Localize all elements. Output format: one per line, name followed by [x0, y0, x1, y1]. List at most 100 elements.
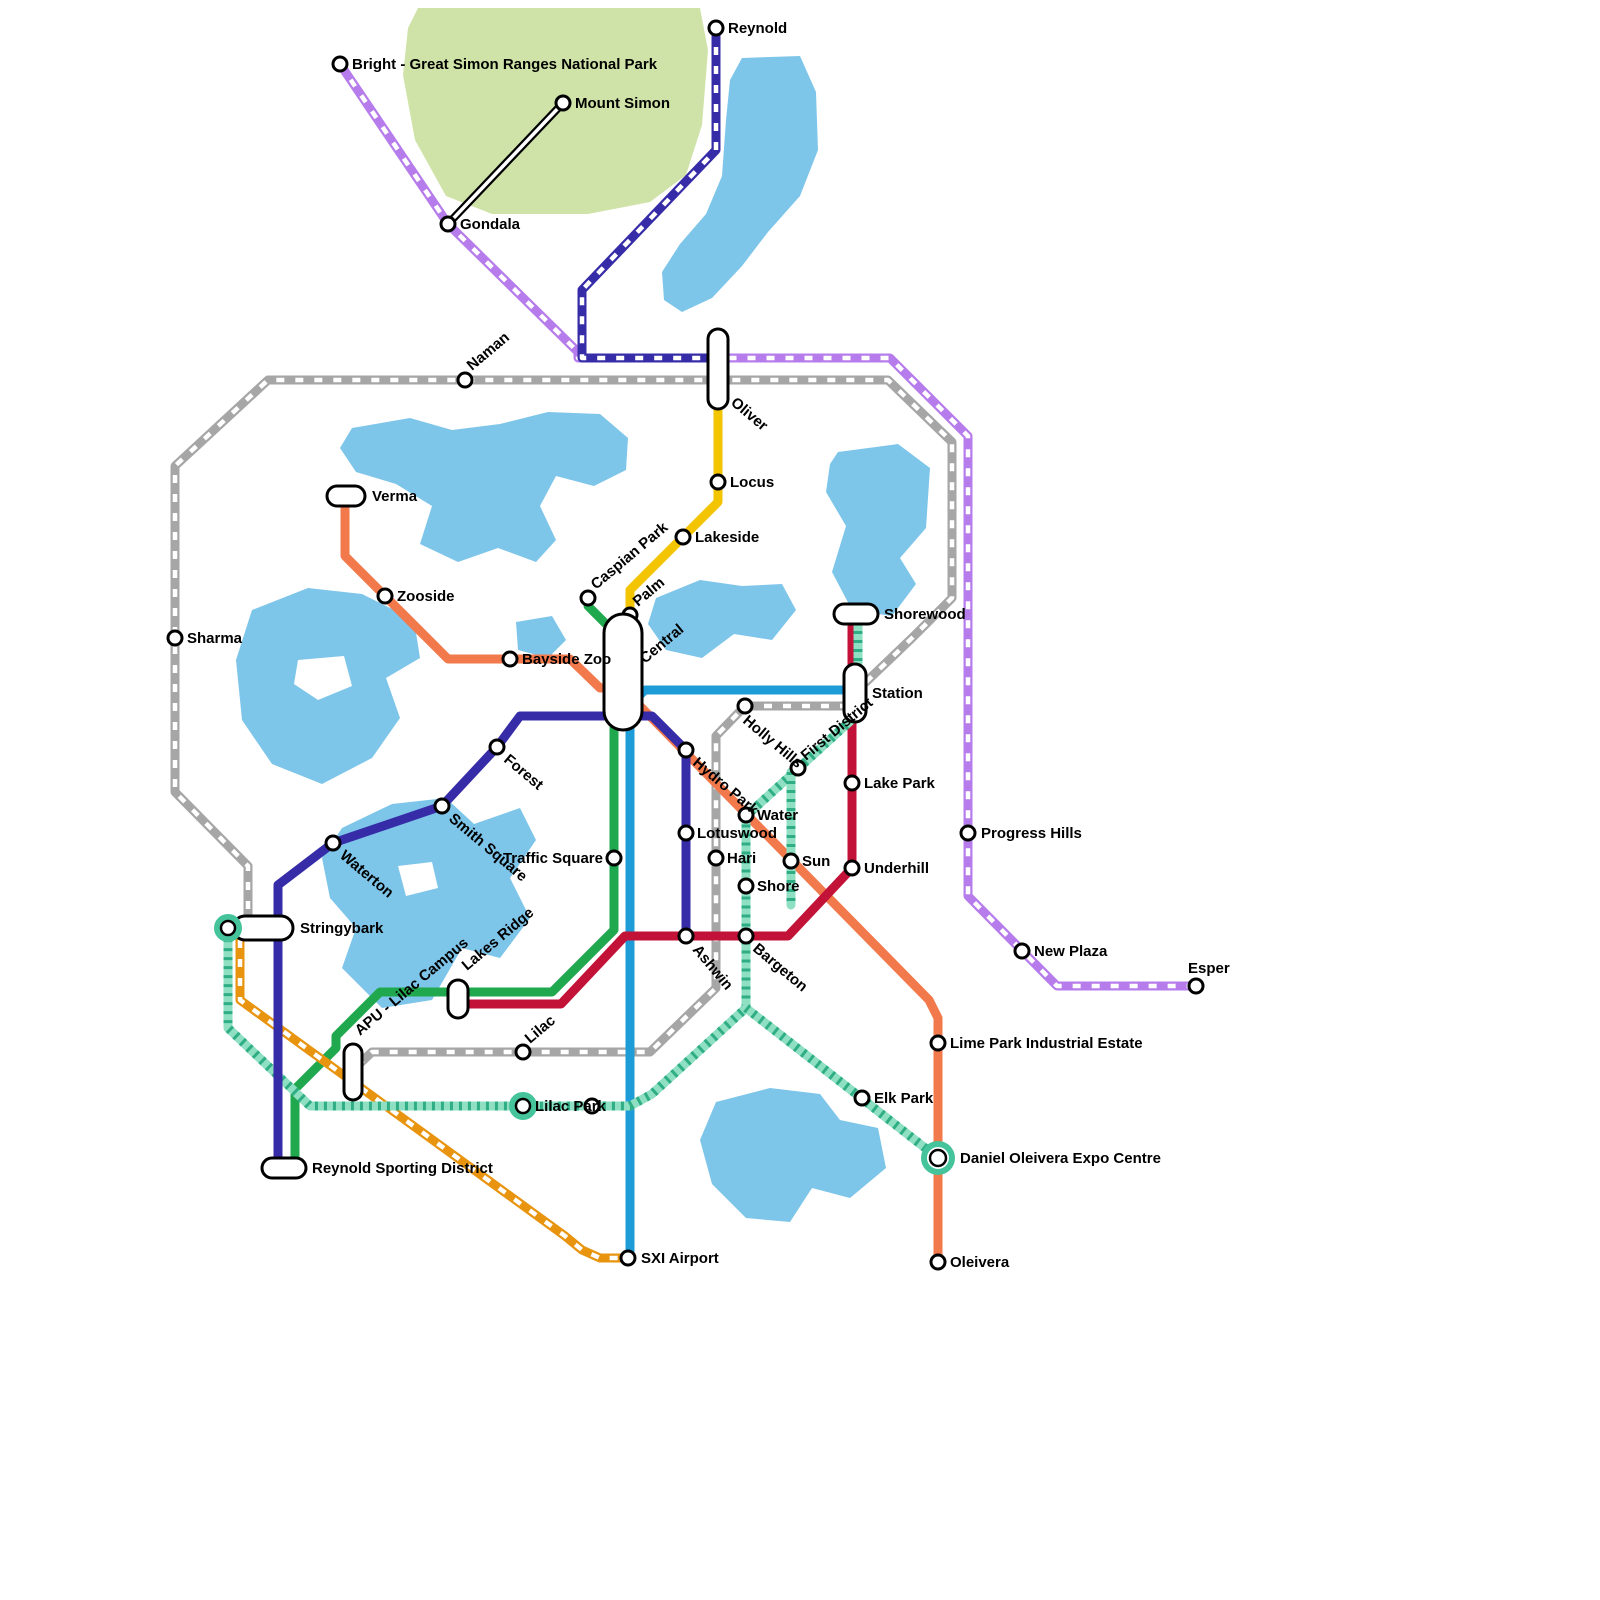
- station-sharma: [166, 629, 184, 647]
- station-label-daniel-oleivera-expo-centre: Daniel Oleivera Expo Centre: [960, 1150, 1161, 1167]
- station-traffic-square: [605, 849, 623, 867]
- station-label-sxi-airport: SXI Airport: [641, 1250, 719, 1267]
- station-label-bargeton: Bargeton: [749, 940, 810, 995]
- station-label-stringybark: Stringybark: [300, 920, 384, 937]
- station-zooside: [376, 587, 394, 605]
- line-red: [463, 609, 857, 1009]
- station-label-verma: Verma: [372, 488, 418, 505]
- station-label-lilac: Lilac: [522, 1012, 559, 1047]
- station-lake-park: [843, 774, 861, 792]
- station-lilac-park: [514, 1097, 532, 1115]
- station-label-forest: Forest: [500, 751, 546, 793]
- station-smith-square: [433, 797, 451, 815]
- station-label-new-plaza: New Plaza: [1034, 943, 1108, 960]
- station-label-naman: Naman: [464, 329, 513, 374]
- station-shorewood: [832, 602, 880, 626]
- station-sxi-airport: [619, 1249, 637, 1267]
- station-label-station: Station: [872, 685, 923, 702]
- station-daniel-oleivera-expo-centre: [928, 1148, 948, 1168]
- station-label-gondala: Gondala: [460, 216, 521, 233]
- water-body: [826, 444, 930, 616]
- station-lilac: [514, 1043, 532, 1061]
- water-body: [340, 412, 628, 562]
- station-hydro-park: [677, 741, 695, 759]
- station-bright-great-simon-ranges-national-park: [331, 55, 349, 73]
- station-label-sharma: Sharma: [187, 630, 243, 647]
- water-body: [322, 798, 536, 1008]
- station-label-esper: Esper: [1188, 960, 1230, 977]
- water-body: [662, 56, 818, 312]
- station-naman: [456, 371, 474, 389]
- line-purple-pattern: [338, 62, 1196, 989]
- water-hole: [294, 656, 352, 700]
- station-label-shorewood: Shorewood: [884, 606, 966, 623]
- station-lakeside: [674, 528, 692, 546]
- station-lakes-ridge: [446, 978, 470, 1020]
- station-oleivera: [929, 1253, 947, 1271]
- station-label-oliver: Oliver: [727, 394, 771, 434]
- water-body: [648, 580, 796, 658]
- station-label-lime-park-industrial-estate: Lime Park Industrial Estate: [950, 1035, 1143, 1052]
- station-elk-park: [853, 1089, 871, 1107]
- station-label-reynold-sporting-district: Reynold Sporting District: [312, 1160, 493, 1177]
- station-caspian-park: [579, 589, 597, 607]
- station-verma: [325, 484, 367, 508]
- station-label-lake-park: Lake Park: [864, 775, 936, 792]
- station-label-water: Water: [757, 807, 798, 824]
- water-body: [700, 1088, 886, 1222]
- station-label-progress-hills: Progress Hills: [981, 825, 1082, 842]
- station-waterton: [324, 834, 342, 852]
- station-label-shore: Shore: [757, 878, 800, 895]
- station-shore: [737, 877, 755, 895]
- line-gray-north-pattern: [172, 377, 955, 916]
- station-holly-hills: [736, 697, 754, 715]
- station-label-lotuswood: Lotuswood: [697, 825, 777, 842]
- station-water: [737, 806, 755, 824]
- station-label-elk-park: Elk Park: [874, 1090, 934, 1107]
- station-station: [842, 662, 868, 724]
- station-label-bayside-zoo: Bayside Zoo: [522, 651, 611, 668]
- station-sun: [782, 852, 800, 870]
- line-teal-expo-branch: [741, 1003, 943, 1163]
- station-label-underhill: Underhill: [864, 860, 929, 877]
- station-stop: [583, 1097, 601, 1115]
- station-forest: [488, 738, 506, 756]
- station-oliver: [706, 327, 730, 411]
- station-lime-park-industrial-estate: [929, 1034, 947, 1052]
- line-teal-main-pattern: [223, 622, 863, 1111]
- station-progress-hills: [959, 824, 977, 842]
- station-underhill: [843, 859, 861, 877]
- station-hari: [707, 849, 725, 867]
- station-new-plaza: [1013, 942, 1031, 960]
- station-bayside-zoo: [501, 650, 519, 668]
- station-apu-lilac-campus: [342, 1042, 364, 1102]
- station-label-mount-simon: Mount Simon: [575, 95, 670, 112]
- station-ashwin: [677, 927, 695, 945]
- station-locus: [709, 473, 727, 491]
- line-amber: [235, 935, 625, 1263]
- station-esper: [1187, 977, 1205, 995]
- line-indigo-north-pattern: [579, 28, 719, 361]
- station-central: [602, 612, 644, 732]
- station-stop: [219, 919, 237, 937]
- station-label-bright-great-simon-ranges-national-park: Bright - Great Simon Ranges National Par…: [352, 56, 658, 73]
- station-label-hydro-park: Hydro Park: [689, 754, 762, 819]
- station-first-district: [789, 759, 807, 777]
- station-label-zooside: Zooside: [397, 588, 455, 605]
- water-hole: [398, 862, 438, 896]
- station-lotuswood: [677, 824, 695, 842]
- station-label-lakeside: Lakeside: [695, 529, 759, 546]
- water-body: [516, 616, 566, 658]
- station-label-holly-hills: Holly Hills: [739, 712, 805, 772]
- station-label-traffic-square: Traffic Square: [503, 850, 603, 867]
- station-label-sun: Sun: [802, 853, 830, 870]
- station-reynold: [707, 19, 725, 37]
- station-label-locus: Locus: [730, 474, 774, 491]
- station-reynold-sporting-district: [260, 1156, 308, 1180]
- station-gondala: [439, 215, 457, 233]
- station-mount-simon: [554, 94, 572, 112]
- station-label-oleivera: Oleivera: [950, 1254, 1010, 1271]
- station-label-lilac-park: Lilac Park: [535, 1098, 607, 1115]
